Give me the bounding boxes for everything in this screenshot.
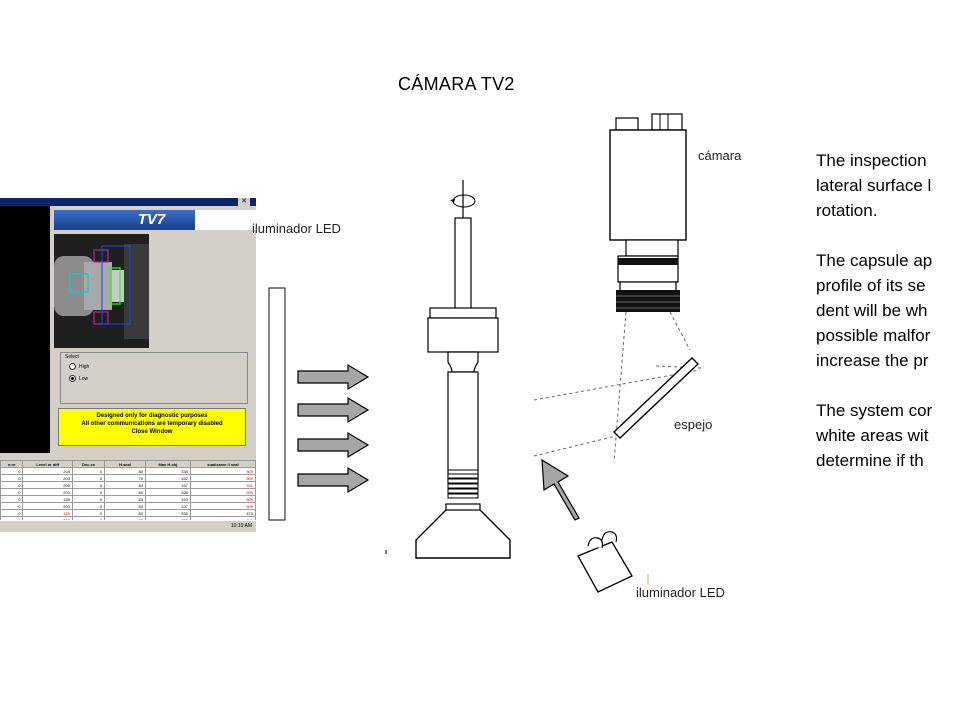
- capsule-thread: [447, 473, 479, 499]
- select-label: Select: [65, 354, 79, 360]
- app-warning-box[interactable]: Designed only for diagnostic purposes Al…: [58, 408, 246, 446]
- rotation-arrow-icon: [452, 194, 476, 208]
- light-arrow: [297, 466, 370, 494]
- app-close-icon[interactable]: ✕: [238, 198, 250, 206]
- led-top-label: iluminador LED: [252, 221, 341, 236]
- app-select-group: Select High Low: [60, 352, 248, 404]
- radio-low-icon[interactable]: [69, 375, 76, 382]
- light-arrow: [297, 363, 370, 391]
- mirror-label: espejo: [674, 417, 712, 432]
- capsule-body: [447, 371, 479, 483]
- mirror-ray-lower: [533, 435, 617, 457]
- app-video-frame: [54, 234, 149, 348]
- capsule-base: [415, 507, 511, 559]
- option-low[interactable]: Low: [69, 375, 88, 382]
- led-arrow-diagonal: [541, 458, 580, 521]
- app-banner-cap: [195, 210, 256, 230]
- description-line: The inspection: [816, 151, 927, 170]
- warning-line-1: Designed only for diagnostic purposes: [96, 413, 208, 419]
- description-line: dent will be wh: [816, 301, 928, 320]
- mirror: [612, 357, 700, 439]
- description-line: The capsule ap: [816, 251, 933, 270]
- led-panel-plate: [268, 287, 286, 521]
- light-arrow: [297, 431, 370, 459]
- light-arrow: [297, 396, 370, 424]
- description-line: lateral surface l: [816, 176, 932, 195]
- description-paragraph: The capsule ap profile of its se dent will…: [816, 248, 932, 373]
- mirror-ray-upper: [533, 369, 701, 401]
- camera-icon: [609, 113, 687, 312]
- app-taskbar: 10:10 AM: [0, 520, 256, 532]
- description-line: profile of its se: [816, 276, 926, 295]
- capsule-base-ring: [445, 503, 481, 511]
- rotation-arrowhead-icon: [450, 199, 455, 203]
- description-text: The inspection lateral surface l rotation.…: [816, 148, 932, 498]
- page-title: CÁMARA TV2: [398, 74, 515, 94]
- camera-label: cámara: [698, 148, 742, 163]
- light-arrows: [297, 363, 370, 494]
- camera-fov-right: [669, 311, 691, 351]
- option-high[interactable]: High: [69, 363, 89, 370]
- description-paragraph: The inspection lateral surface l rotation.: [816, 148, 932, 223]
- capsule-image-icon: [54, 234, 149, 348]
- app-title-bar: [0, 198, 256, 206]
- chuck-body: [427, 317, 499, 353]
- spindle-shaft: [454, 217, 472, 311]
- description-line: determine if th: [816, 451, 924, 470]
- option-low-label: Low: [79, 375, 89, 382]
- description-line: increase the pr: [816, 351, 929, 370]
- option-high-label: High: [79, 363, 90, 370]
- description-paragraph: The system cor white areas wit determine i…: [816, 398, 932, 473]
- description-line: possible malfor: [816, 326, 931, 345]
- capsule-neck: [447, 351, 479, 373]
- warning-line-2: All other communications are temporary d…: [81, 421, 223, 427]
- led-illuminator-icon: [577, 531, 633, 593]
- clock: 10:10 AM: [230, 523, 252, 529]
- app-dark-panel: [0, 206, 50, 453]
- radio-high-icon[interactable]: [69, 363, 76, 370]
- led-bottom-label: iluminador LED: [636, 585, 725, 600]
- description-line: The system cor: [816, 401, 933, 420]
- description-line: rotation.: [816, 201, 878, 220]
- inspection-software-screenshot: ✕ TV7 Select High Low Designed only for …: [0, 198, 256, 532]
- warning-close-link[interactable]: Close Window: [131, 429, 173, 435]
- description-line: white areas wit: [816, 426, 929, 445]
- chuck-top: [429, 307, 497, 319]
- camera-fov-left: [613, 311, 627, 463]
